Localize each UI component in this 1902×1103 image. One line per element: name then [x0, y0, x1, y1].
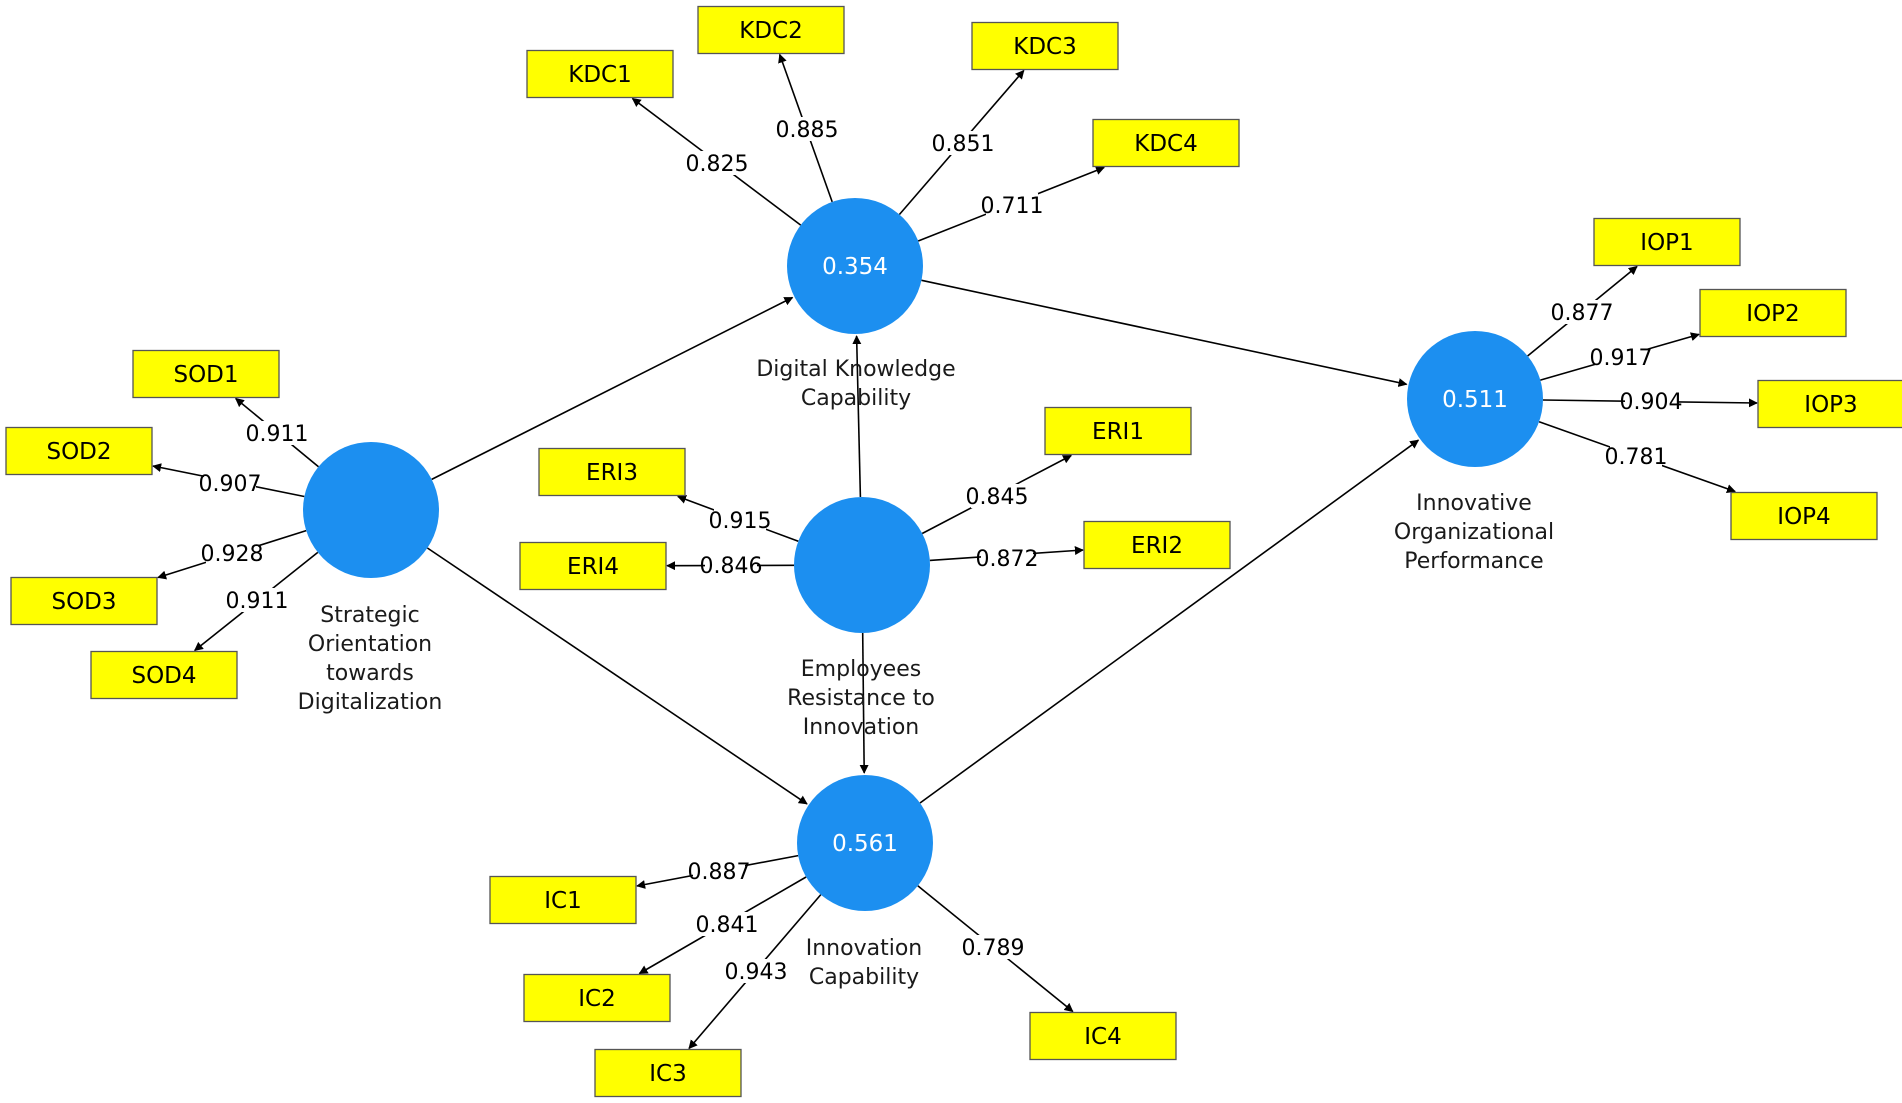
loading-value-eri4: 0.846: [700, 554, 763, 579]
r-squared-value: 0.561: [832, 831, 898, 857]
indicator-label: IC1: [544, 888, 581, 914]
construct-name-line: Digitalization: [298, 690, 443, 715]
loading-value-sod1: 0.911: [246, 422, 309, 447]
construct-circle: [794, 497, 930, 633]
loading-value-ic4: 0.789: [962, 936, 1025, 961]
indicator-label: KDC4: [1134, 131, 1198, 157]
construct-name-line: Innovation: [803, 715, 919, 740]
indicator-sod1: SOD1: [133, 351, 279, 398]
indicator-eri1: ERI1: [1045, 408, 1191, 455]
indicator-ic1: IC1: [490, 877, 636, 924]
construct-name-line: Performance: [1404, 549, 1543, 574]
loading-value-iop3: 0.904: [1620, 390, 1683, 415]
indicator-eri3: ERI3: [539, 449, 685, 496]
loading-value-ic2: 0.841: [696, 913, 759, 938]
loading-value-ic1: 0.887: [688, 860, 751, 885]
loading-value-sod2: 0.907: [199, 472, 262, 497]
indicator-iop2: IOP2: [1700, 290, 1846, 337]
path-arrow-dkc-to-iop: [922, 280, 1407, 384]
loading-value-kdc3: 0.851: [932, 132, 995, 157]
indicator-iop1: IOP1: [1594, 219, 1740, 266]
loading-value-eri3: 0.915: [709, 509, 772, 534]
indicator-label: IC4: [1084, 1024, 1121, 1050]
construct-name-line: Resistance to: [787, 686, 935, 711]
indicator-label: IC2: [578, 986, 615, 1012]
indicator-sod4: SOD4: [91, 652, 237, 699]
indicator-iop3: IOP3: [1758, 381, 1902, 428]
indicator-ic3: IC3: [595, 1050, 741, 1097]
loading-value-iop1: 0.877: [1551, 301, 1614, 326]
indicator-label: ERI3: [586, 460, 638, 486]
indicator-kdc1: KDC1: [527, 51, 673, 98]
construct-name-line: Employees: [801, 657, 921, 682]
indicator-label: IOP3: [1804, 392, 1857, 418]
construct-name-line: Organizational: [1394, 520, 1554, 545]
loading-value-eri2: 0.872: [976, 547, 1039, 572]
construct-sod: [303, 442, 439, 578]
construct-name-line: Orientation: [308, 632, 432, 657]
loading-value-eri1: 0.845: [966, 485, 1029, 510]
indicator-label: SOD1: [173, 362, 238, 388]
indicator-label: ERI1: [1092, 419, 1144, 445]
indicator-label: SOD4: [131, 663, 196, 689]
indicator-label: KDC2: [739, 18, 803, 44]
indicator-kdc2: KDC2: [698, 7, 844, 54]
loading-value-kdc1: 0.825: [686, 152, 749, 177]
r-squared-value: 0.354: [822, 254, 888, 280]
indicator-label: ERI2: [1131, 533, 1183, 559]
loading-value-kdc2: 0.885: [776, 118, 839, 143]
indicator-kdc4: KDC4: [1093, 120, 1239, 167]
construct-name-line: Capability: [801, 386, 911, 411]
construct-dkc: 0.354: [787, 198, 923, 334]
indicator-label: IOP2: [1746, 301, 1799, 327]
loading-value-sod3: 0.928: [201, 542, 264, 567]
loading-value-sod4: 0.911: [226, 589, 289, 614]
indicator-label: ERI4: [567, 554, 619, 580]
indicator-label: IC3: [649, 1061, 686, 1087]
indicator-sod3: SOD3: [11, 578, 157, 625]
indicator-label: SOD3: [51, 589, 116, 615]
indicator-label: SOD2: [46, 439, 111, 465]
loading-value-iop2: 0.917: [1590, 346, 1653, 371]
construct-name-line: Digital Knowledge: [756, 357, 955, 382]
construct-name-line: Innovative: [1416, 491, 1532, 516]
loading-value-ic3: 0.943: [725, 960, 788, 985]
r-squared-value: 0.511: [1442, 387, 1508, 413]
indicator-ic2: IC2: [524, 975, 670, 1022]
indicator-label: KDC1: [568, 62, 632, 88]
indicator-eri4: ERI4: [520, 543, 666, 590]
construct-name-line: towards: [326, 661, 414, 686]
construct-eri: [794, 497, 930, 633]
indicator-label: IOP4: [1777, 504, 1830, 530]
loading-value-kdc4: 0.711: [981, 194, 1044, 219]
indicator-label: KDC3: [1013, 34, 1077, 60]
construct-name-line: Innovation: [806, 936, 922, 961]
construct-circle: [303, 442, 439, 578]
loading-value-iop4: 0.781: [1605, 445, 1668, 470]
indicator-kdc3: KDC3: [972, 23, 1118, 70]
indicator-eri2: ERI2: [1084, 522, 1230, 569]
construct-name-line: Strategic: [320, 603, 419, 628]
indicator-iop4: IOP4: [1731, 493, 1877, 540]
construct-name-line: Capability: [809, 965, 919, 990]
indicator-sod2: SOD2: [6, 428, 152, 475]
construct-ic: 0.561: [797, 775, 933, 911]
indicator-ic4: IC4: [1030, 1013, 1176, 1060]
construct-iop: 0.511: [1407, 331, 1543, 467]
indicator-label: IOP1: [1640, 230, 1693, 256]
